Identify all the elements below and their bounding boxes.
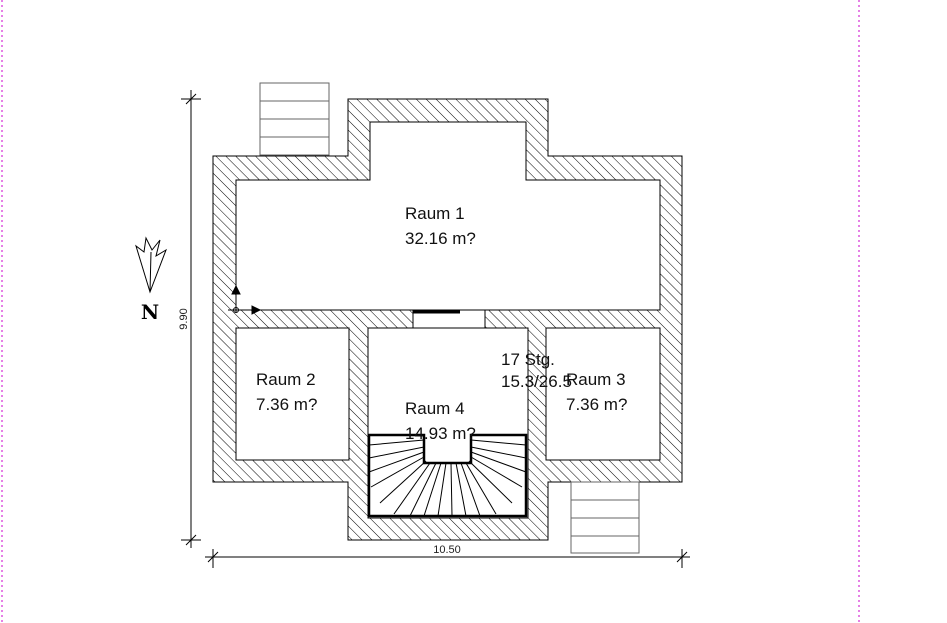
dimension-width-label: 10.50	[433, 544, 461, 556]
stair-steps-label: 17 Stg.	[501, 350, 555, 369]
dimension-vertical	[181, 90, 201, 548]
stair-ratio-label: 15.3/26.5	[501, 372, 572, 391]
stair-tread	[437, 462, 447, 517]
room-4-area: 14.93 m?	[405, 424, 476, 443]
exterior-stairs-top	[259, 82, 330, 156]
room-1-area: 32.16 m?	[405, 229, 476, 248]
room-3-name: Raum 3	[566, 370, 626, 389]
stair-tread	[370, 456, 425, 488]
stair-tread	[368, 439, 425, 446]
room-2-area: 7.36 m?	[256, 395, 317, 414]
stair-tread	[455, 462, 467, 517]
room-4-name: Raum 4	[405, 399, 465, 418]
stair-tread	[470, 439, 527, 446]
room-3-area: 7.36 m?	[566, 395, 627, 414]
stair-tread	[465, 462, 497, 515]
dimension-horizontal	[205, 549, 690, 568]
stair-tread	[460, 462, 481, 517]
origin-marker-icon	[228, 284, 262, 315]
north-arrow-icon	[135, 236, 167, 294]
stair-tread	[368, 446, 425, 459]
stair-tread	[470, 446, 527, 459]
stair-tread	[450, 462, 453, 517]
room-1-name: Raum 1	[405, 204, 465, 223]
exterior-stairs-bottom	[570, 481, 640, 554]
stair-tread	[468, 460, 513, 504]
stair-tread	[379, 460, 427, 504]
stair-opening	[412, 309, 486, 329]
room-1-floor[interactable]	[235, 121, 661, 311]
stair-tread	[368, 451, 425, 473]
stair[interactable]	[367, 433, 528, 518]
stair-tread	[393, 462, 431, 515]
stair-tread	[409, 462, 437, 517]
north-label: N	[141, 300, 159, 324]
stair-tread	[423, 462, 442, 517]
dimension-height-label: 9.90	[178, 308, 190, 329]
room-3-floor[interactable]	[545, 327, 661, 461]
room-2-floor[interactable]	[235, 327, 350, 461]
stair-tread	[470, 456, 523, 488]
stair-tread	[470, 451, 527, 473]
room-2-name: Raum 2	[256, 370, 316, 389]
